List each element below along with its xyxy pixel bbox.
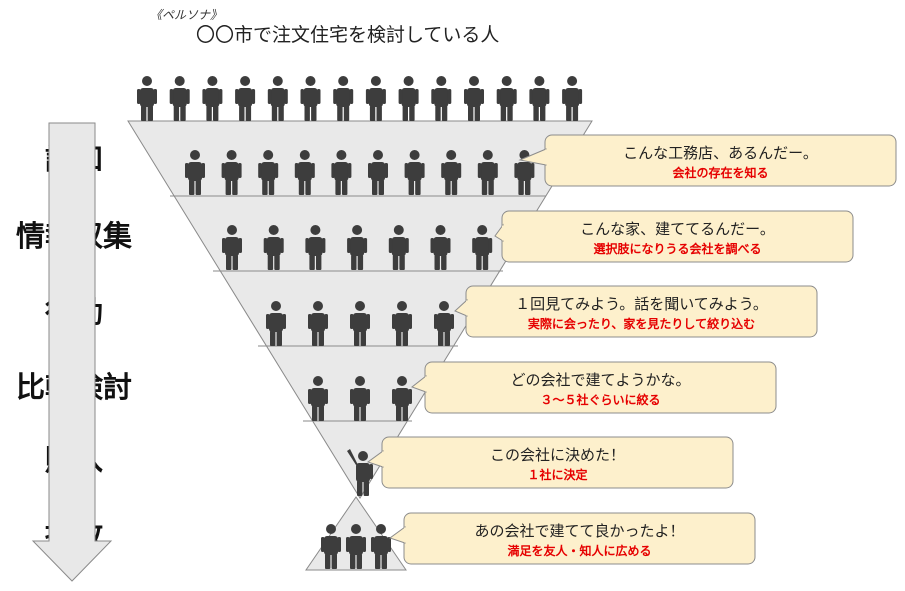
- callout-pointer-join: [545, 149, 548, 165]
- callout-research: こんな家、建ててるんだー。選択肢になりうる会社を調べる: [494, 210, 854, 263]
- callout-research-subtext: 選択肢になりうる会社を調べる: [593, 241, 761, 256]
- callout-action-subtext: 実際に会ったり、家を見たりして絞り込む: [528, 316, 755, 331]
- callout-purchase: この会社に決めた！ １社に決定: [366, 436, 734, 489]
- persona-person-icon: [496, 76, 517, 121]
- persona-person-icon: [398, 76, 419, 121]
- callout-pointer-join: [382, 451, 385, 467]
- persona-person-icon: [202, 76, 223, 121]
- callout-purchase-text: この会社に決めた！: [490, 446, 625, 464]
- persona-person-icon: [365, 76, 386, 121]
- callout-purchase-subtext: １社に決定: [527, 467, 587, 482]
- callout-research-text: こんな家、建ててるんだー。: [580, 220, 775, 238]
- callout-awareness-subtext: 会社の存在を知る: [672, 165, 768, 180]
- persona-label: 《ペルソナ》: [150, 8, 223, 22]
- callout-pointer: [388, 526, 406, 544]
- persona-person-icon: [235, 76, 256, 121]
- persona-person-icon: [431, 76, 452, 121]
- callout-spread-subtext: 満足を友人・知人に広める: [507, 543, 651, 558]
- callout-pointer-join: [425, 376, 428, 392]
- callout-comparison-subtext: ３～５社ぐらいに絞る: [540, 392, 660, 407]
- persona-person-icon: [267, 76, 288, 121]
- callout-awareness-text: こんな工務店、あるんだー。: [623, 144, 818, 162]
- callout-comparison-text: どの会社で建てようかな。: [510, 371, 690, 389]
- persona-person-icon: [464, 76, 484, 121]
- callout-action-text: １回見てみよう。話を聞いてみよう。: [515, 295, 768, 313]
- callout-action: １回見てみよう。話を聞いてみよう。実際に会ったり、家を見たりして絞り込む: [454, 285, 818, 338]
- callout-pointer-join: [404, 527, 407, 543]
- callout-pointer-join: [502, 225, 505, 241]
- persona-title: 〇〇市で注文住宅を検討している人: [196, 24, 500, 46]
- persona-person-icon: [333, 76, 354, 121]
- callout-spread-text: あの会社で建てて良かったよ！: [474, 522, 684, 540]
- callout-awareness: こんな工務店、あるんだー。会社の存在を知る: [518, 134, 897, 187]
- persona-person-icon: [300, 76, 321, 121]
- persona-person-icon: [169, 76, 190, 121]
- stage-arrow: [31, 122, 113, 582]
- persona-person-icon: [137, 76, 157, 121]
- persona-person-icon: [529, 76, 550, 121]
- persona-person-icon: [562, 76, 583, 121]
- callout-spread: あの会社で建てて良かったよ！ 満足を友人・知人に広める: [388, 512, 756, 565]
- callout-pointer-join: [466, 300, 469, 316]
- callout-comparison: どの会社で建てようかな。 ３～５社ぐらいに絞る: [410, 361, 777, 414]
